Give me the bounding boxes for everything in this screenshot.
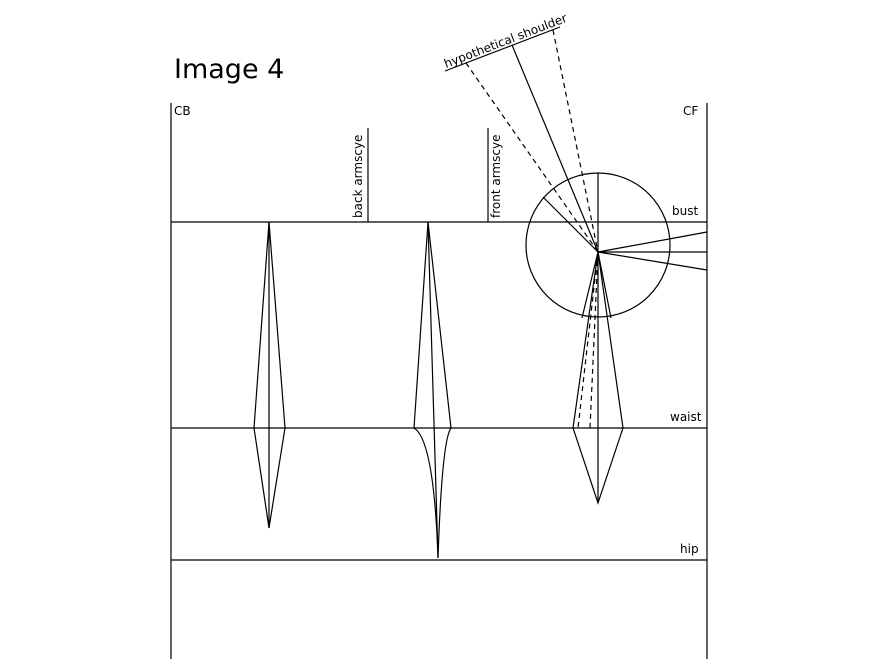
front-armscye-label: front armscye xyxy=(489,135,503,218)
hip-label: hip xyxy=(680,542,699,556)
diagram-title: Image 4 xyxy=(174,54,284,85)
apex-lines xyxy=(542,173,708,271)
front-dart xyxy=(572,251,624,505)
cb-label: CB xyxy=(174,104,191,118)
back-armscye-label: back armscye xyxy=(351,135,365,218)
back-dart xyxy=(253,221,286,529)
hypothetical-shoulder: hypothetical shoulder xyxy=(442,11,599,253)
bust-label: bust xyxy=(672,204,698,218)
hypothetical-shoulder-label: hypothetical shoulder xyxy=(442,11,569,71)
cf-label: CF xyxy=(683,104,698,118)
shoulder-line xyxy=(444,26,561,72)
waist-label: waist xyxy=(670,410,702,424)
side-dart xyxy=(413,221,452,559)
